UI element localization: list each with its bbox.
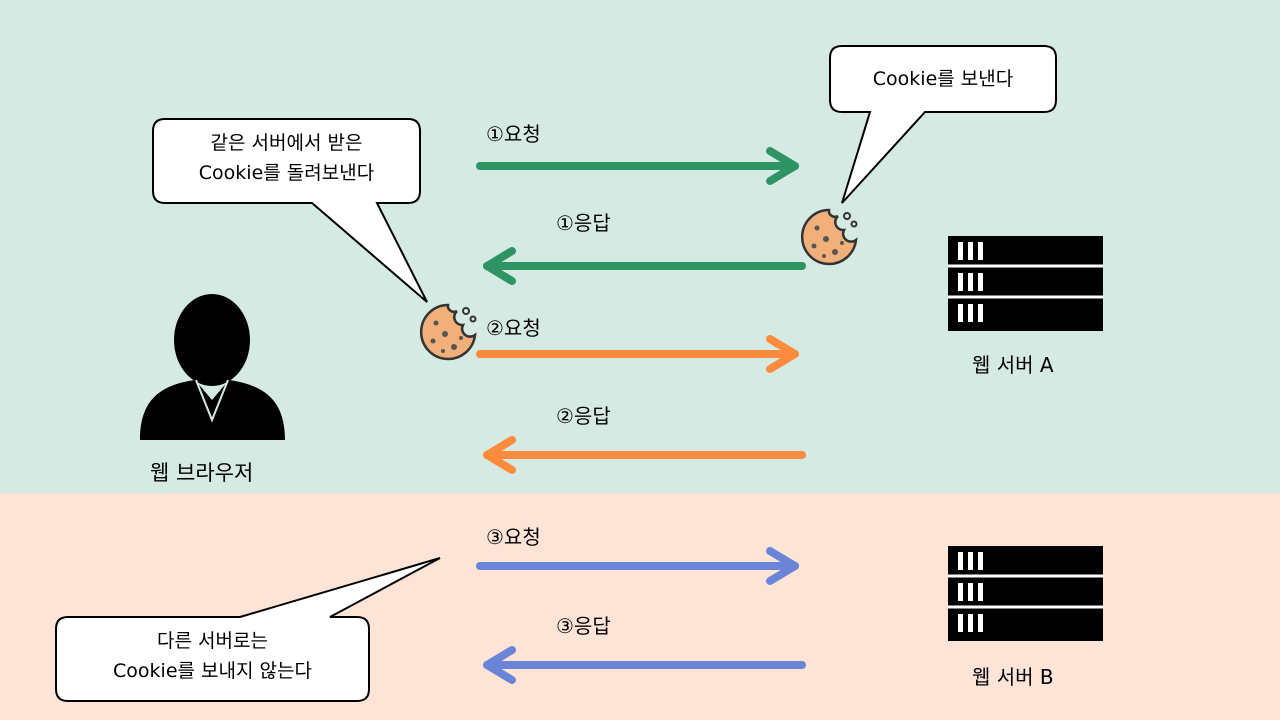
- server-a-icon: [946, 234, 1105, 333]
- request-1-arrow: [476, 147, 799, 185]
- response-2-label: ②응답: [556, 404, 611, 428]
- server-a-label: 웹 서버 A: [972, 353, 1054, 377]
- server-b-icon: [946, 544, 1105, 643]
- request-3-arrow: [476, 547, 799, 585]
- request-2-arrow: [476, 335, 799, 373]
- bubble-other-server-line2: Cookie를 보내지 않는다: [113, 660, 312, 682]
- response-1-arrow: [483, 247, 806, 285]
- response-1-label: ①응답: [556, 211, 611, 235]
- person-icon: [140, 294, 285, 440]
- request-3-label: ③요청: [486, 525, 541, 549]
- bubble-browser-returns-line1: 같은 서버에서 받은: [210, 132, 363, 154]
- response-2-arrow: [483, 436, 806, 474]
- response-3-arrow: [483, 646, 806, 684]
- bubble-server-sends: [829, 45, 1057, 204]
- request-2-label: ②요청: [486, 316, 541, 340]
- bubble-browser-returns-line2: Cookie를 돌려보낸다: [198, 162, 375, 184]
- request-1-label: ①요청: [486, 122, 541, 146]
- browser-label: 웹 브라우저: [150, 461, 254, 485]
- bubble-server-sends-text: Cookie를 보낸다: [872, 68, 1014, 90]
- server-b-label: 웹 서버 B: [972, 665, 1054, 689]
- bubble-browser-returns: [152, 118, 428, 303]
- bubble-other-server-line1: 다른 서버로는: [157, 630, 268, 652]
- response-3-label: ③응답: [556, 614, 611, 638]
- bubble-other-server: [55, 557, 441, 702]
